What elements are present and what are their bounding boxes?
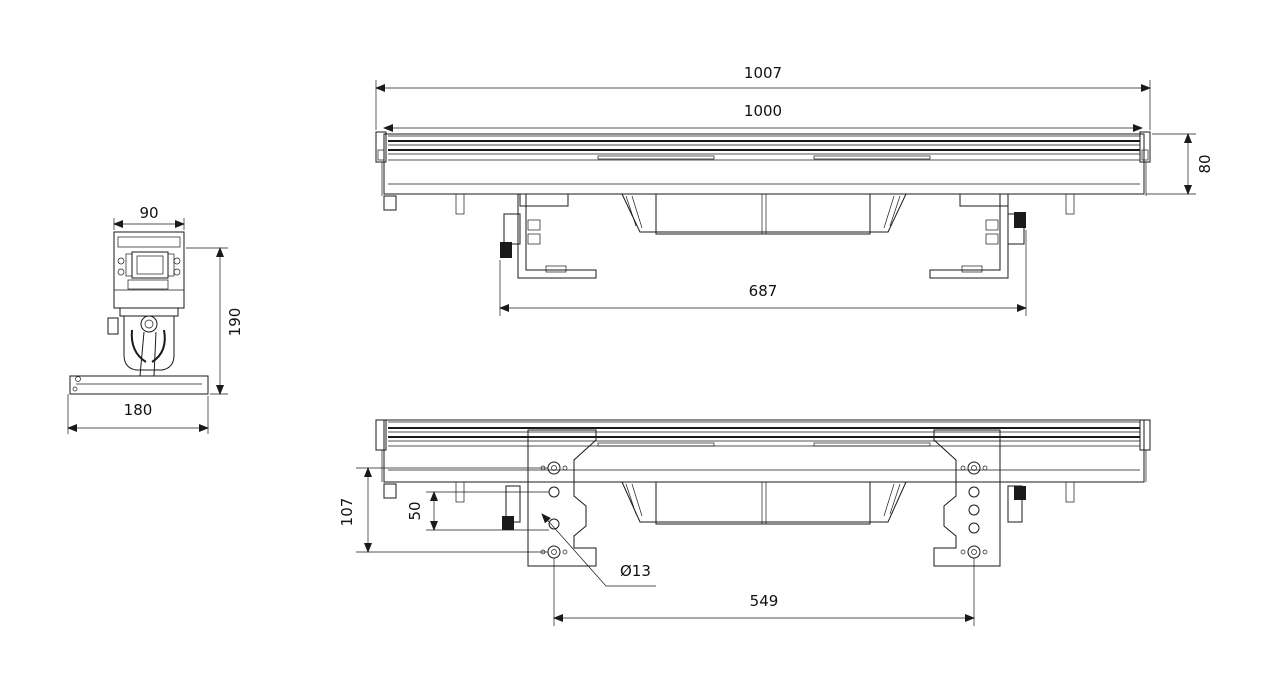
dim-mount-span: 549	[750, 592, 779, 610]
dim-hole-diameter: Ø13	[620, 562, 651, 580]
dim-side-base: 180	[124, 401, 153, 419]
dim-side-width: 90	[139, 204, 158, 222]
dim-body-length: 1000	[744, 102, 782, 120]
dim-height: 80	[1196, 154, 1214, 173]
dim-slot-pitch: 50	[406, 501, 424, 520]
side-view: 90 190 180	[67, 204, 244, 434]
dim-bracket-span: 687	[749, 282, 778, 300]
dim-mount-height: 107	[338, 498, 356, 527]
mount-view: 107 50 Ø13 549	[338, 419, 1151, 626]
dim-side-height: 190	[226, 308, 244, 337]
top-view: 1007 1000 80 687	[375, 64, 1214, 316]
dim-overall-length: 1007	[744, 64, 782, 82]
